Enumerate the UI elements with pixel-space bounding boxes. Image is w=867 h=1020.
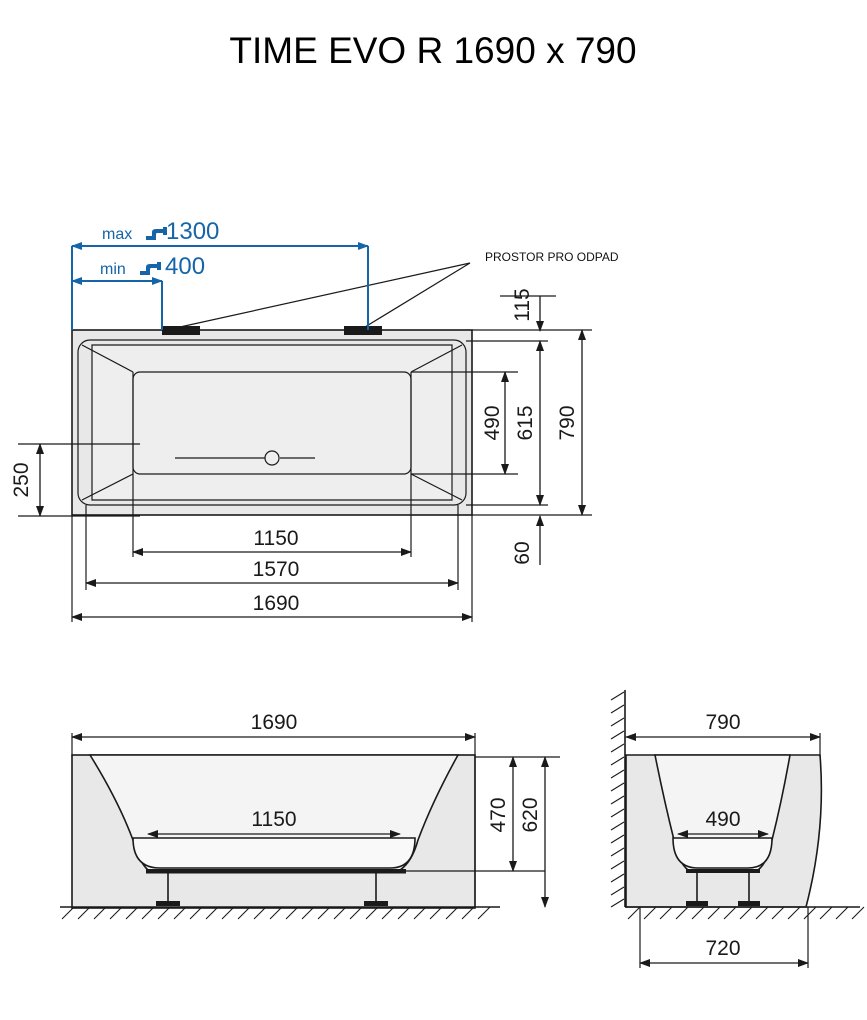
bevel-bl bbox=[81, 473, 134, 501]
leader-line-left bbox=[179, 262, 471, 328]
dim-min-value: 400 bbox=[165, 253, 205, 280]
side-basin-band bbox=[672, 837, 773, 869]
front-foot-right bbox=[364, 901, 388, 906]
dim-max-value: 1300 bbox=[166, 218, 219, 245]
bevel-tl bbox=[81, 344, 134, 373]
bevel-tr bbox=[410, 344, 463, 373]
side-foot-right bbox=[738, 901, 760, 906]
dim-1150-value: 1150 bbox=[253, 527, 298, 550]
drain-note-label: PROSTOR PRO ODPAD bbox=[485, 250, 619, 264]
drain-space-marker-left bbox=[162, 326, 200, 335]
dim-250-value: 250 bbox=[10, 462, 33, 497]
side-base-plate bbox=[686, 869, 760, 873]
front-dim-620-value: 620 bbox=[519, 797, 542, 832]
front-dim-1690-value: 1690 bbox=[251, 711, 298, 734]
faucet-icon-min bbox=[140, 262, 161, 275]
top-view-group: PROSTOR PRO ODPAD max 1300 min 400 490 bbox=[10, 218, 619, 622]
dim-max-prefix: max bbox=[102, 226, 132, 243]
side-ground-hatch bbox=[627, 906, 865, 920]
side-foot-left bbox=[686, 901, 708, 906]
side-view-group: 790 490 720 bbox=[610, 690, 865, 968]
front-foot-left bbox=[156, 901, 180, 906]
side-dim-720-value: 720 bbox=[705, 937, 740, 960]
dim-615-value: 615 bbox=[514, 405, 537, 440]
dim-115-value: 115 bbox=[511, 288, 534, 321]
drain-space-marker-right bbox=[344, 326, 382, 335]
bevel-br bbox=[410, 473, 463, 501]
dim-490-value: 490 bbox=[481, 405, 504, 440]
leader-line-right bbox=[364, 262, 471, 328]
tub-rim-rounded bbox=[77, 339, 467, 506]
front-basin-band bbox=[132, 837, 416, 869]
side-dim-790-value: 790 bbox=[705, 711, 740, 734]
dim-790-value: 790 bbox=[556, 405, 579, 440]
dim-1570-value: 1570 bbox=[253, 558, 300, 581]
page-title: TIME EVO R 1690 x 790 bbox=[229, 30, 636, 71]
tub-rim-outline bbox=[91, 344, 453, 501]
front-view-group: 1690 1150 470 620 bbox=[60, 711, 560, 920]
drain-circle bbox=[264, 450, 280, 466]
side-wall-hatch bbox=[610, 691, 625, 908]
dim-60-value: 60 bbox=[511, 541, 534, 564]
front-dim-470-value: 470 bbox=[487, 797, 510, 832]
dim-min-prefix: min bbox=[100, 261, 126, 278]
side-dim-490-value: 490 bbox=[705, 808, 740, 831]
faucet-icon-max bbox=[146, 227, 167, 240]
front-dim-1150-value: 1150 bbox=[251, 808, 296, 831]
front-base-plate bbox=[146, 869, 406, 874]
front-ground-hatch bbox=[61, 906, 491, 920]
dim-1690-value-top: 1690 bbox=[253, 592, 300, 615]
